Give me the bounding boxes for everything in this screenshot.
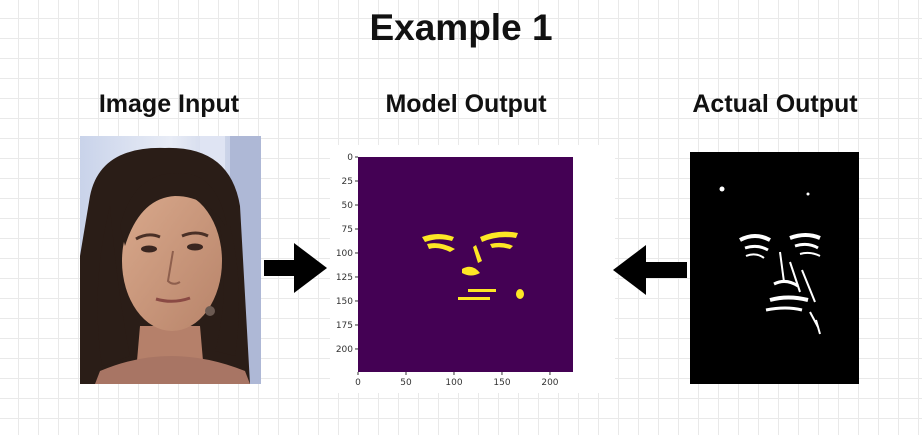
y-tick-label: 50 bbox=[342, 201, 354, 211]
input-face-image bbox=[80, 136, 261, 384]
x-axis: 0 50 100 150 200 bbox=[355, 372, 559, 388]
y-tick-label: 0 bbox=[347, 153, 353, 163]
arrow-right-icon bbox=[264, 243, 327, 293]
heatmap-feature-regions bbox=[422, 231, 524, 300]
y-tick-label: 100 bbox=[336, 249, 353, 259]
y-tick-label: 200 bbox=[336, 345, 353, 355]
x-tick-label: 50 bbox=[400, 378, 412, 388]
ground-truth-mask bbox=[690, 152, 859, 384]
model-output-plot: 0 25 50 75 100 125 150 175 200 0 50 100 150 200 bbox=[330, 145, 615, 393]
heading-model-output: Model Output bbox=[385, 90, 547, 118]
model-output-heatmap: 0 25 50 75 100 125 150 175 200 0 50 100 150 200 bbox=[336, 153, 573, 388]
heading-actual-output: Actual Output bbox=[692, 90, 858, 118]
heatmap-background bbox=[358, 157, 573, 372]
y-axis: 0 25 50 75 100 125 150 175 200 bbox=[336, 153, 358, 355]
y-tick-label: 150 bbox=[336, 297, 353, 307]
x-tick-label: 200 bbox=[541, 378, 558, 388]
heading-image-input: Image Input bbox=[98, 90, 240, 118]
face-photo-illustration bbox=[80, 136, 261, 384]
mask-feature-regions bbox=[719, 186, 821, 335]
diagram-title: Example 1 bbox=[369, 7, 553, 48]
y-tick-label: 175 bbox=[336, 321, 353, 331]
actual-output-mask-image bbox=[690, 152, 859, 384]
y-tick-label: 125 bbox=[336, 273, 353, 283]
y-tick-label: 25 bbox=[342, 177, 353, 187]
arrow-left-icon bbox=[613, 245, 687, 295]
x-tick-label: 150 bbox=[493, 378, 510, 388]
x-tick-label: 0 bbox=[355, 378, 361, 388]
x-tick-label: 100 bbox=[445, 378, 462, 388]
y-tick-label: 75 bbox=[342, 225, 353, 235]
